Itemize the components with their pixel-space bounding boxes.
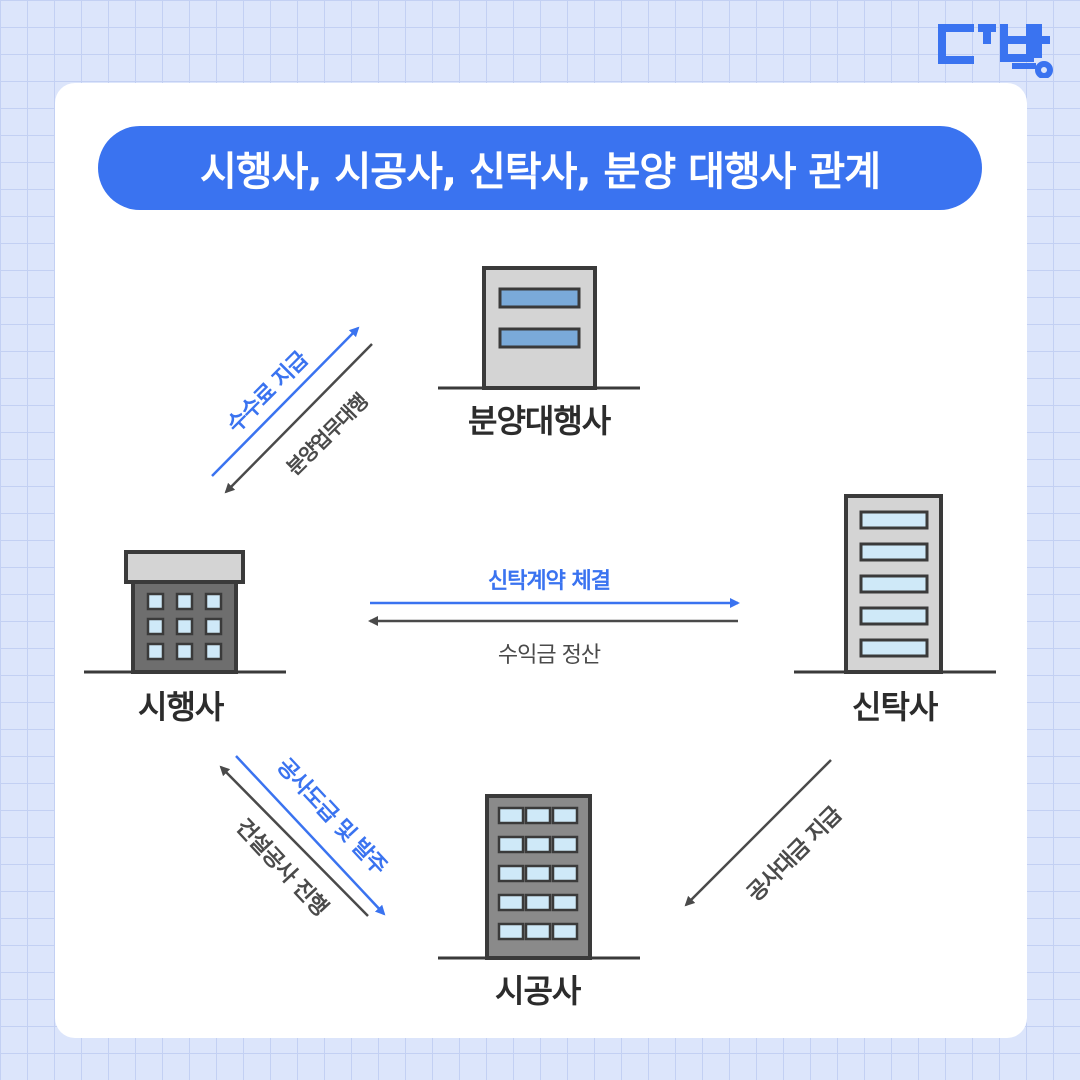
page-title: 시행사, 시공사, 신탁사, 분양 대행사 관계 [98,126,982,210]
developer-building [84,550,286,674]
construction-arrow [219,765,369,917]
agency-building [438,266,640,390]
construction-payment-arrow [684,759,832,907]
trust-contract-label: 신탁계약 체결 [487,569,611,594]
profit-settle-label: 수익금 정산 [497,643,601,668]
agency-label: 분양대행사 [468,402,611,440]
dabang-logo-icon [938,24,1053,79]
sales-agency-arrow [224,343,373,494]
fee-payment-arrow [211,326,360,477]
trust-label: 신탁사 [852,688,938,726]
page-title-text: 시행사, 시공사, 신탁사, 분양 대행사 관계 [199,149,881,195]
dabang-logo [938,18,1062,79]
developer-label: 시행사 [138,688,224,726]
contract-order-arrow [235,755,386,916]
contractor-label: 시공사 [495,972,581,1010]
trust-building [794,494,996,674]
contractor-building [438,794,640,960]
